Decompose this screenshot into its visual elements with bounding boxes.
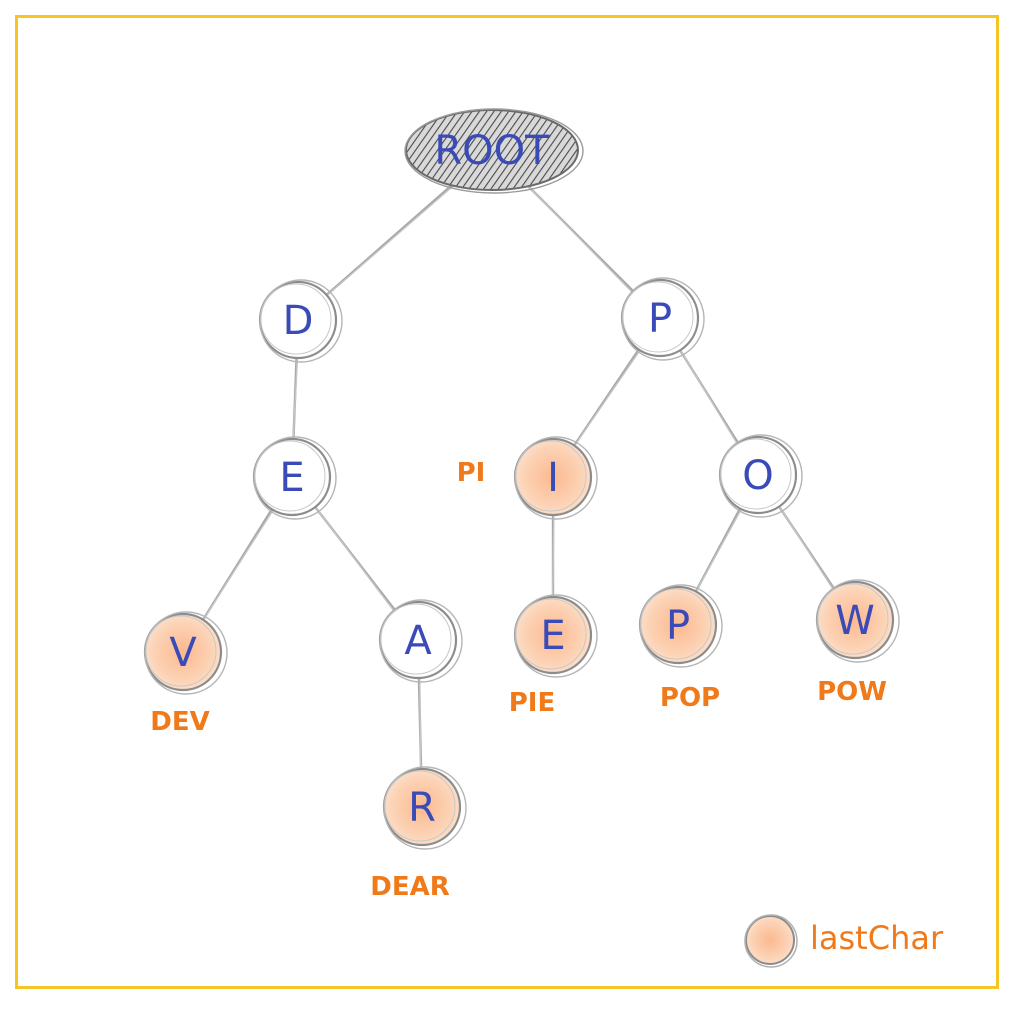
node-e2: E [513,594,598,678]
node-label-e1: E [279,455,304,501]
node-label-p2: P [666,603,690,649]
root-ellipse-sketch [404,108,584,194]
node-circle-sketch-inner [260,283,332,355]
node-circle-sketch-inner [622,281,694,353]
word-label-pie: PIE [509,688,556,718]
node-w: W [815,579,900,663]
node-r: R [382,766,467,850]
node-circle-sketch [259,279,343,363]
node-circle-sketch-inner [380,603,452,675]
nodes: ROOT D P E I O V A E P W R [143,108,900,850]
node-label-e2: E [540,613,565,659]
node-root: ROOT [404,108,584,194]
node-label-r: R [408,785,436,831]
node-label-d: D [283,298,314,344]
node-circle-sketch [639,584,723,668]
node-circle-sketch-inner [720,438,792,510]
word-label-pow: POW [817,677,887,707]
node-label-p: P [648,296,672,342]
word-label-dev: DEV [150,707,209,737]
node-circle-sketch [816,579,900,663]
legend-last-char-swatch [745,915,795,965]
node-circle-sketch [514,594,598,678]
legend: lastChar [744,914,944,968]
node-circle-sketch [621,277,705,361]
node-circle-sketch [719,434,803,518]
node-label-v: V [169,630,197,676]
node-o: O [718,434,803,518]
legend-swatch-sketch-ring [744,914,798,968]
node-label-root: ROOT [434,128,550,174]
diagram-frame [15,15,999,989]
node-circle-sketch [253,436,337,520]
node-circle-sketch-inner [145,615,217,687]
node-circle-sketch [514,436,598,520]
root-ellipse [405,109,579,191]
node-circle-sketch-inner [817,583,889,655]
node-label-i: I [547,455,559,501]
node-label-o: O [742,453,773,499]
node-circle-sketch [144,611,228,695]
node-p2: P [638,584,723,668]
node-circle-sketch-inner [384,770,456,842]
node-circle-sketch-inner [515,598,587,670]
node-e1: E [252,436,337,520]
node-v: V [143,611,228,695]
node-p: P [620,277,705,361]
node-label-a: A [404,618,432,664]
node-label-w: W [835,598,875,644]
node-a: A [378,599,463,683]
node-circle-sketch-inner [254,440,326,512]
node-i: I [513,436,598,520]
node-circle-sketch-inner [640,588,712,660]
node-d: D [258,279,343,363]
word-label-pi: PI [457,458,486,488]
word-label-dear: DEAR [370,872,450,902]
word-label-pop: POP [660,683,720,713]
node-circle-sketch-inner [515,440,587,512]
node-circle-sketch [379,599,463,683]
node-circle-sketch [383,766,467,850]
legend-label: lastChar [810,919,944,957]
